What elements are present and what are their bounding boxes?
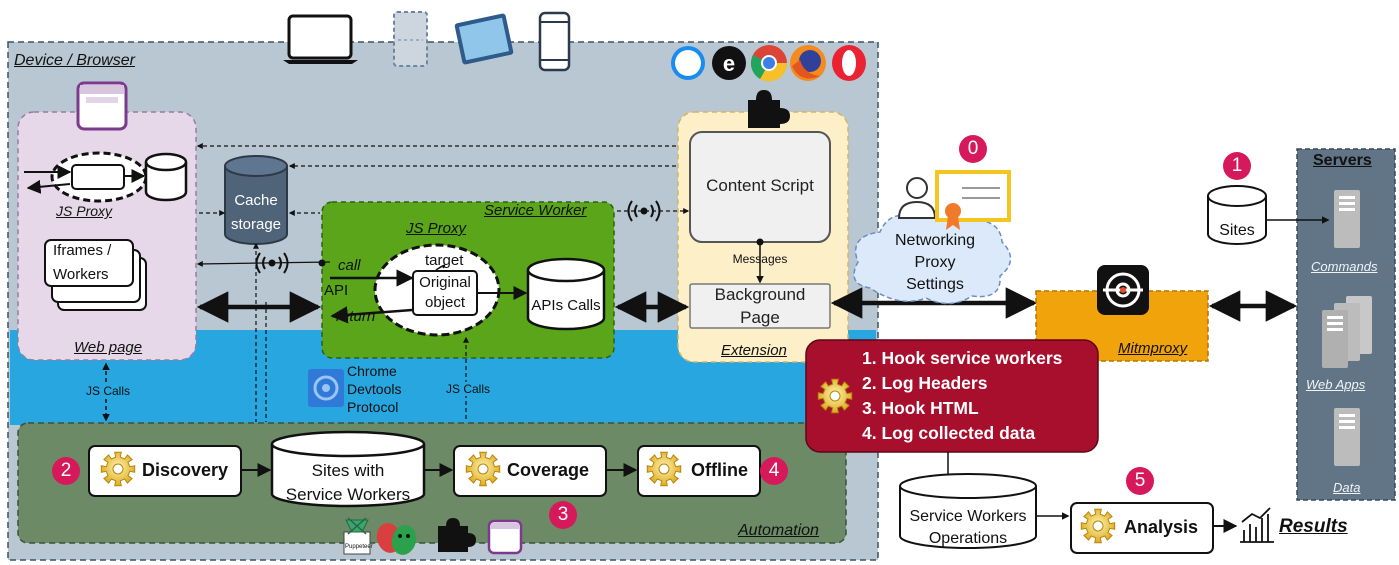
results-label: Results: [1279, 516, 1348, 537]
messages-label: Messages: [732, 252, 788, 266]
analysis-box: Analysis: [1070, 502, 1214, 554]
sites-with-sw-line2: Service Workers: [285, 485, 411, 504]
target-label: target: [425, 252, 464, 269]
badge-5: 5: [1126, 467, 1154, 495]
playwright-icon: [376, 523, 417, 555]
offline-label: Offline: [691, 460, 748, 480]
hook-item-1: 1. Hook service workers: [862, 348, 1063, 368]
cache-storage-line2: storage: [230, 216, 282, 233]
extension-label: Extension: [721, 342, 787, 359]
apis-calls-label: APIs Calls: [531, 297, 601, 314]
servers-title: Servers: [1313, 152, 1372, 169]
server-icon-commands: [1334, 190, 1360, 248]
js-calls-right-label: JS Calls: [446, 382, 491, 396]
discovery-box: Discovery: [88, 445, 242, 497]
js-calls-left-label: JS Calls: [86, 384, 131, 398]
device-browser-label: Device / Browser: [14, 52, 135, 69]
puppeteer-caption: Puppeteer: [345, 544, 373, 550]
puzzle-icon-bottom: [438, 518, 476, 552]
background-page-box: [689, 283, 831, 329]
api-label: API: [324, 282, 349, 299]
browser-window-icon-bottom: [487, 519, 523, 555]
puzzle-icon: [748, 90, 790, 128]
web-page-label: Web page: [74, 339, 143, 356]
server-icon-data: [1334, 408, 1360, 466]
analysis-label: Analysis: [1124, 517, 1199, 537]
networking-line1: Networking: [894, 232, 976, 249]
networking-line2: Proxy: [914, 254, 956, 271]
hooks-box: [805, 339, 1099, 453]
sites-cylinder: [1207, 185, 1267, 245]
service-worker-label: Service Worker: [484, 202, 587, 219]
hook-item-2: 2. Log Headers: [862, 373, 988, 393]
original-object-line1: Original: [419, 274, 471, 291]
chart-icon: [1240, 507, 1274, 543]
mitmproxy-icon: [1097, 265, 1149, 315]
background-page-line2: Page: [740, 308, 780, 327]
web-page-container: [17, 111, 197, 361]
wireless-icon-top: [627, 200, 661, 222]
iframes-label-line2: Workers: [53, 266, 109, 283]
apis-calls-cylinder: [526, 257, 606, 331]
badge-3: 3: [549, 501, 577, 529]
user-icon: [897, 177, 937, 219]
content-script-label: Content Script: [706, 176, 814, 195]
phone-icon: [538, 11, 571, 72]
sites-with-sw-cylinder: [270, 430, 426, 508]
edge-icon: e: [712, 46, 746, 80]
badge-0: 0: [959, 135, 987, 163]
cache-storage-line1: Cache: [234, 192, 278, 209]
cdp-line3: Protocol: [347, 399, 399, 415]
safari-icon: [671, 46, 705, 80]
sites-with-sw-line1: Sites with: [311, 461, 385, 480]
sw-js-proxy-label: JS Proxy: [406, 220, 467, 237]
badge-2: 2: [52, 457, 80, 485]
firefox-icon: [790, 45, 826, 81]
iframes-label-line1: Iframes /: [53, 242, 112, 259]
certificate-icon: [935, 170, 1011, 230]
coverage-box: Coverage: [453, 445, 607, 497]
chrome-icon: [750, 45, 788, 82]
tablet-icon: [393, 11, 428, 67]
hook-item-3: 3. Hook HTML: [862, 398, 979, 418]
sw-operations-cylinder: [899, 473, 1037, 549]
web-apps-label: Web Apps: [1306, 377, 1366, 392]
sites-label: Sites: [1219, 222, 1255, 239]
opera-icon: [832, 45, 866, 81]
hook-item-4: 4. Log collected data: [862, 423, 1036, 443]
webpage-database-icon: [144, 152, 188, 202]
automation-label: Automation: [738, 522, 819, 539]
cdp-line1: Chrome: [347, 363, 397, 379]
badge-4: 4: [760, 457, 788, 485]
cdp-line2: Devtools: [347, 381, 402, 397]
browser-window-icon: [76, 81, 128, 131]
networking-cloud: [853, 209, 1012, 305]
svg-text:e: e: [723, 51, 735, 76]
return-label: return: [336, 308, 376, 325]
badge-1: 1: [1223, 152, 1251, 180]
commands-label: Commands: [1311, 259, 1378, 274]
ipad-icon: [454, 13, 514, 65]
data-label: Data: [1333, 480, 1361, 495]
background-page-line1: Background: [714, 285, 806, 304]
webpage-js-proxy-label: JS Proxy: [56, 203, 113, 219]
coverage-label: Coverage: [507, 460, 590, 480]
laptop-icon: [283, 14, 358, 64]
original-object-line2: object: [424, 294, 466, 311]
call-label: call: [338, 257, 361, 274]
sw-ops-line2: Operations: [928, 530, 1008, 547]
wireless-icon-left: [255, 252, 289, 274]
chrome-devtools-icon: [308, 369, 344, 407]
offline-box: Offline: [637, 445, 761, 497]
networking-line3: Settings: [906, 276, 964, 293]
discovery-label: Discovery: [142, 460, 229, 480]
sw-ops-line1: Service Workers: [909, 508, 1027, 525]
server-icon-webapps: [1322, 296, 1372, 368]
puppeteer-icon: [343, 517, 371, 555]
mitmproxy-label: Mitmproxy: [1118, 340, 1188, 357]
